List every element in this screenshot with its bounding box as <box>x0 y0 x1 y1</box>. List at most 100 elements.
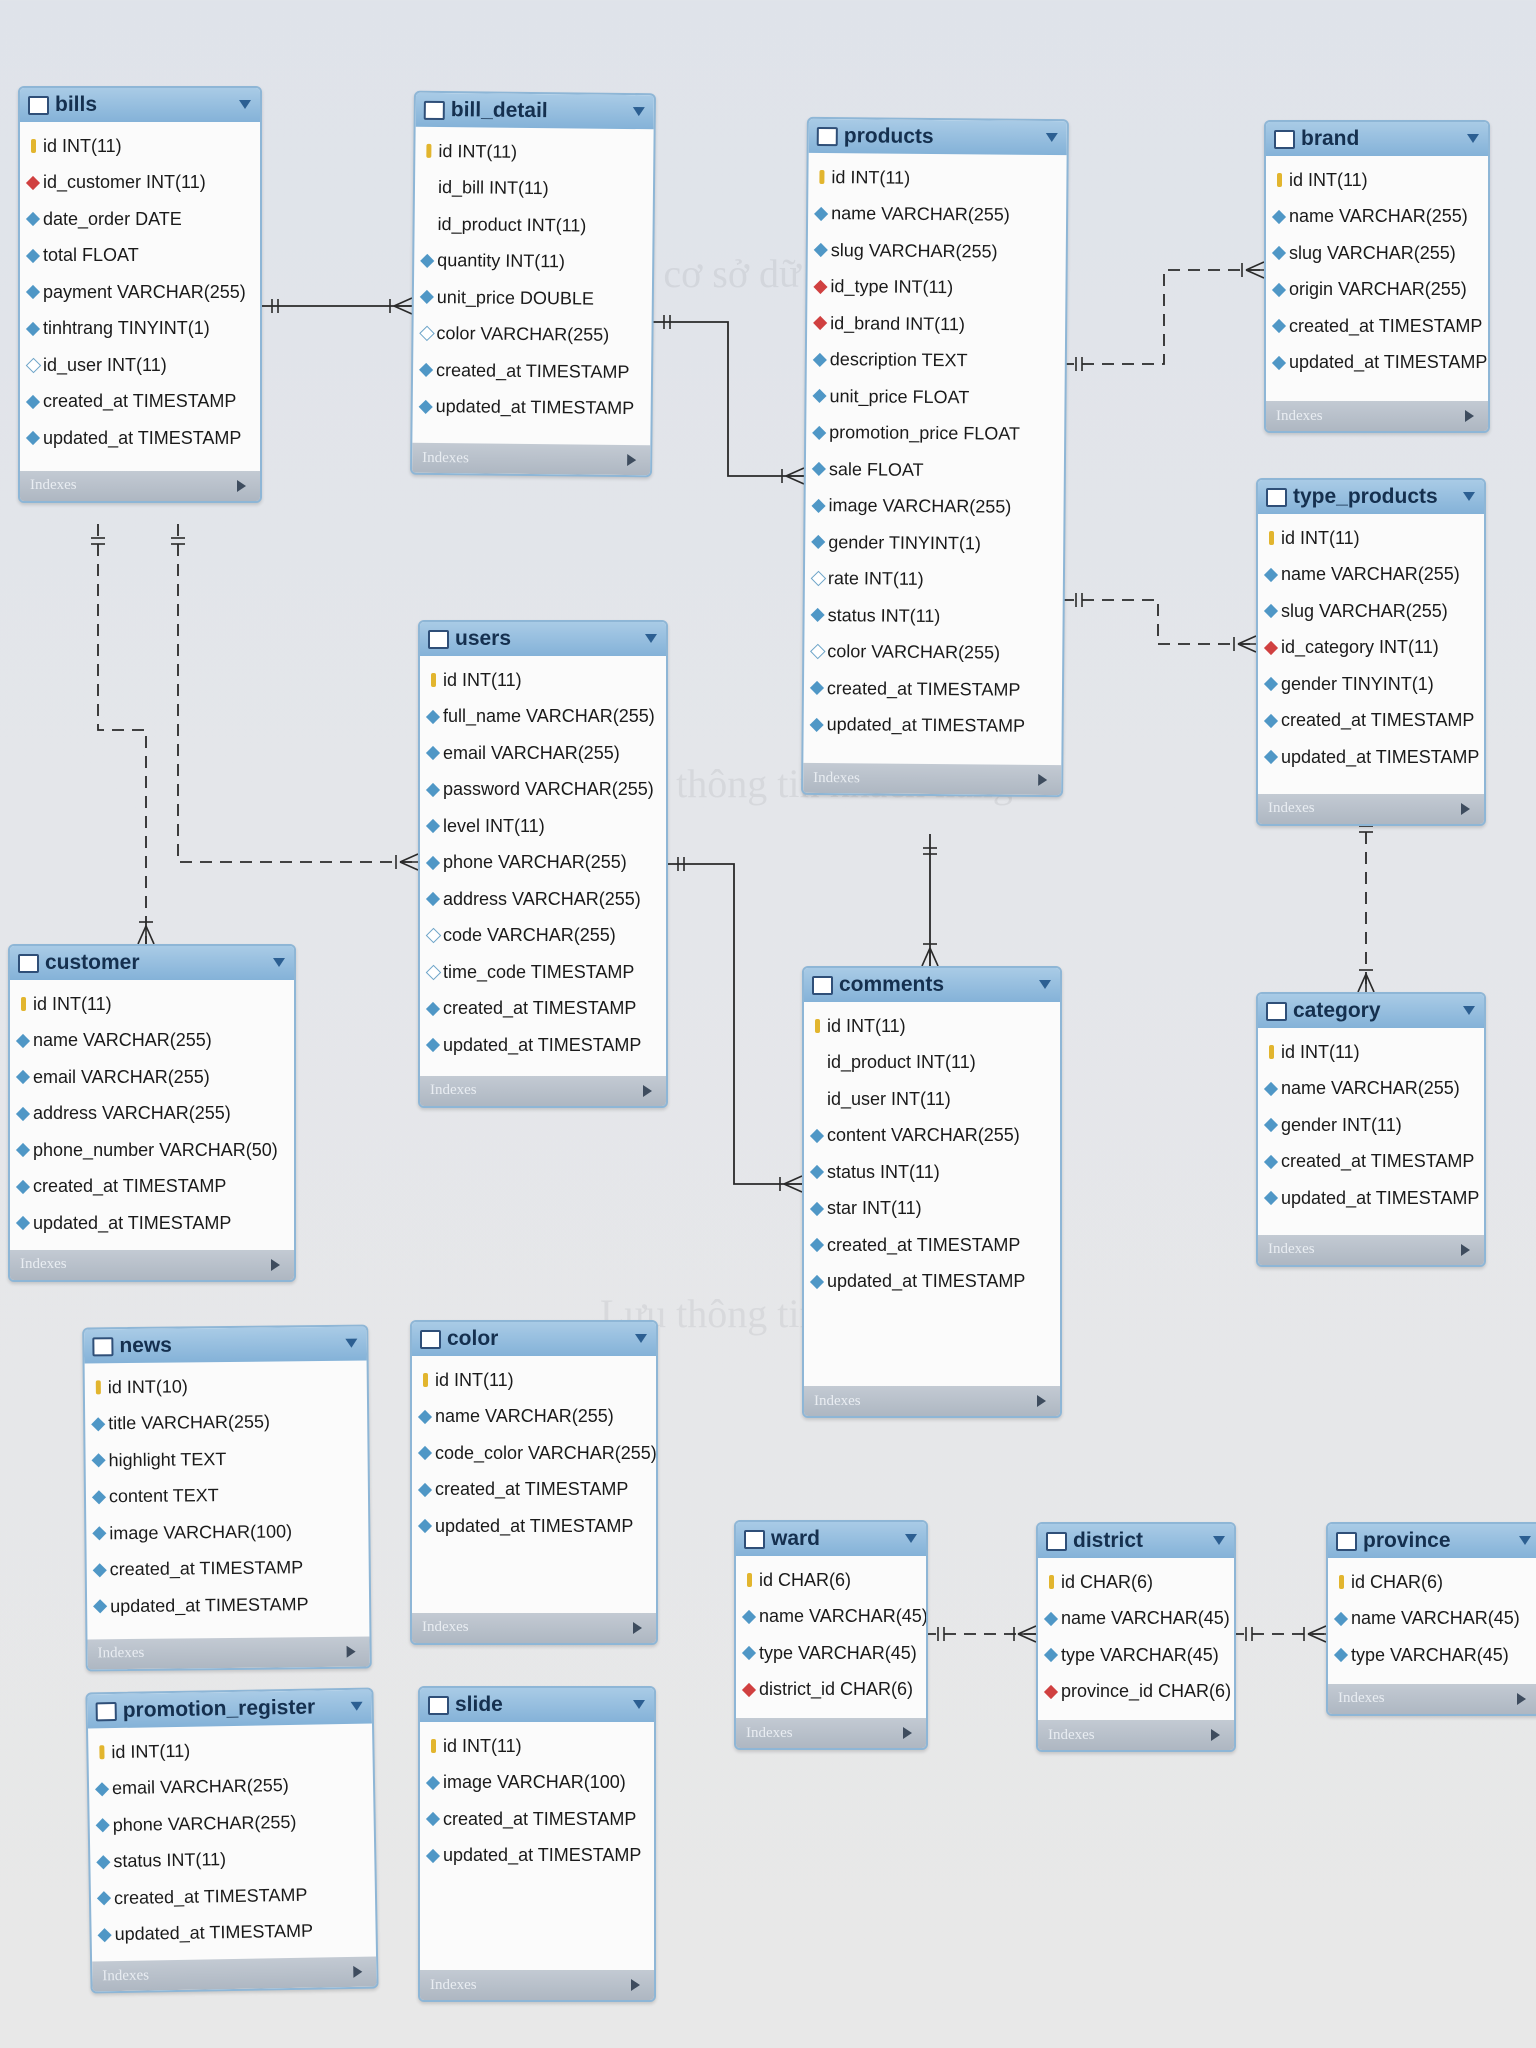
column-row[interactable]: phone_number VARCHAR(50) <box>10 1132 294 1169</box>
column-row[interactable]: name VARCHAR(255) <box>808 195 1066 234</box>
column-row[interactable]: unit_price DOUBLE <box>414 279 652 318</box>
table-header[interactable]: news <box>84 1326 367 1364</box>
column-row[interactable]: id INT(11) <box>88 1730 373 1771</box>
relationship-bill-detail-products[interactable] <box>650 321 804 477</box>
column-row[interactable]: description TEXT <box>807 341 1065 380</box>
column-row[interactable]: created_at TIMESTAMP <box>91 1876 376 1917</box>
column-row[interactable]: id_product INT(11) <box>414 206 652 245</box>
column-row[interactable]: district_id CHAR(6) <box>736 1672 926 1709</box>
table-header[interactable]: bill_detail <box>415 92 654 130</box>
relationship-users-comments[interactable] <box>664 863 802 1185</box>
column-row[interactable]: origin VARCHAR(255) <box>1266 272 1488 309</box>
expand-arrow-icon[interactable] <box>627 453 637 467</box>
column-row[interactable]: id_category INT(11) <box>1258 630 1484 667</box>
column-row[interactable]: created_at TIMESTAMP <box>1258 703 1484 740</box>
column-row[interactable]: created_at TIMESTAMP <box>420 1801 654 1838</box>
expand-arrow-icon[interactable] <box>1517 1692 1526 1705</box>
table-header[interactable]: brand <box>1266 122 1488 156</box>
table-header[interactable]: district <box>1038 1524 1234 1558</box>
column-row[interactable]: updated_at TIMESTAMP <box>413 388 651 427</box>
column-row[interactable]: image VARCHAR(100) <box>420 1765 654 1802</box>
column-row[interactable]: name VARCHAR(255) <box>412 1399 656 1436</box>
column-row[interactable]: type VARCHAR(45) <box>736 1635 926 1672</box>
table-header[interactable]: customer <box>10 946 294 980</box>
table-customer[interactable]: customer id INT(11)name VARCHAR(255)email… <box>8 944 296 1282</box>
column-row[interactable]: slug VARCHAR(255) <box>1258 593 1484 630</box>
expand-arrow-icon[interactable] <box>1465 410 1474 422</box>
indexes-bar[interactable]: Indexes <box>10 1249 294 1280</box>
column-row[interactable]: name VARCHAR(255) <box>10 1023 294 1060</box>
table-header[interactable]: slide <box>420 1688 654 1722</box>
expand-arrow-icon[interactable] <box>1461 802 1470 815</box>
indexes-bar[interactable]: Indexes <box>1038 1720 1234 1750</box>
column-row[interactable]: updated_at TIMESTAMP <box>1266 345 1488 382</box>
indexes-bar[interactable]: Indexes <box>87 1636 370 1669</box>
expand-arrow-icon[interactable] <box>1038 773 1048 786</box>
column-row[interactable]: id INT(11) <box>415 133 653 172</box>
column-row[interactable]: created_at TIMESTAMP <box>420 991 666 1028</box>
column-row[interactable]: phone VARCHAR(255) <box>89 1803 374 1844</box>
column-row[interactable]: updated_at TIMESTAMP <box>420 1027 666 1064</box>
indexes-bar[interactable]: Indexes <box>1266 401 1488 431</box>
column-row[interactable]: updated_at TIMESTAMP <box>20 420 260 457</box>
column-row[interactable]: id_product INT(11) <box>804 1045 1060 1082</box>
indexes-bar[interactable]: Indexes <box>1258 1234 1484 1265</box>
expand-arrow-icon[interactable] <box>346 1645 356 1658</box>
column-row[interactable]: content TEXT <box>86 1476 368 1515</box>
column-row[interactable]: star INT(11) <box>804 1191 1060 1228</box>
indexes-bar[interactable]: Indexes <box>1258 793 1484 824</box>
column-row[interactable]: gender INT(11) <box>1258 1107 1484 1144</box>
column-row[interactable]: date_order DATE <box>20 201 260 238</box>
relationship-bills-users[interactable] <box>177 524 418 863</box>
table-header[interactable]: category <box>1258 994 1484 1028</box>
column-row[interactable]: slug VARCHAR(255) <box>808 232 1066 271</box>
column-row[interactable]: payment VARCHAR(255) <box>20 274 260 311</box>
column-row[interactable]: address VARCHAR(255) <box>10 1096 294 1133</box>
expand-arrow-icon[interactable] <box>353 1965 363 1978</box>
column-row[interactable]: quantity INT(11) <box>414 242 652 281</box>
column-row[interactable]: type VARCHAR(45) <box>1328 1637 1536 1674</box>
table-header[interactable]: bills <box>20 88 260 122</box>
column-row[interactable]: id_brand INT(11) <box>807 305 1065 344</box>
column-row[interactable]: id CHAR(6) <box>1328 1564 1536 1601</box>
column-row[interactable]: updated_at TIMESTAMP <box>10 1205 294 1242</box>
column-row[interactable]: created_at TIMESTAMP <box>1258 1144 1484 1181</box>
indexes-bar[interactable]: Indexes <box>92 1956 377 1992</box>
column-row[interactable]: id INT(11) <box>20 128 260 165</box>
chevron-down-icon[interactable] <box>1213 1536 1225 1545</box>
column-row[interactable]: id CHAR(6) <box>1038 1564 1234 1601</box>
column-row[interactable]: promotion_price FLOAT <box>806 414 1064 453</box>
table-header[interactable]: type_products <box>1258 480 1484 514</box>
column-row[interactable]: updated_at TIMESTAMP <box>420 1838 654 1875</box>
column-row[interactable]: email VARCHAR(255) <box>10 1059 294 1096</box>
column-row[interactable]: address VARCHAR(255) <box>420 881 666 918</box>
expand-arrow-icon[interactable] <box>1037 1395 1046 1407</box>
column-row[interactable]: unit_price FLOAT <box>806 378 1064 417</box>
column-row[interactable]: created_at TIMESTAMP <box>412 1472 656 1509</box>
expand-arrow-icon[interactable] <box>271 1258 280 1271</box>
column-row[interactable]: code_color VARCHAR(255) <box>412 1435 656 1472</box>
expand-arrow-icon[interactable] <box>237 479 246 492</box>
chevron-down-icon[interactable] <box>273 958 285 967</box>
column-row[interactable]: created_at TIMESTAMP <box>20 384 260 421</box>
expand-arrow-icon[interactable] <box>643 1084 652 1097</box>
column-row[interactable]: id_customer INT(11) <box>20 165 260 202</box>
column-row[interactable]: highlight TEXT <box>85 1440 367 1479</box>
expand-arrow-icon[interactable] <box>903 1727 912 1739</box>
table-bills[interactable]: bills id INT(11)id_customer INT(11)date_o… <box>18 86 262 503</box>
column-row[interactable]: code VARCHAR(255) <box>420 918 666 955</box>
column-row[interactable]: sale FLOAT <box>806 451 1064 490</box>
column-row[interactable]: created_at TIMESTAMP <box>804 670 1062 709</box>
column-row[interactable]: id CHAR(6) <box>736 1562 926 1599</box>
table-header[interactable]: province <box>1328 1524 1536 1558</box>
column-row[interactable]: id INT(11) <box>10 986 294 1023</box>
